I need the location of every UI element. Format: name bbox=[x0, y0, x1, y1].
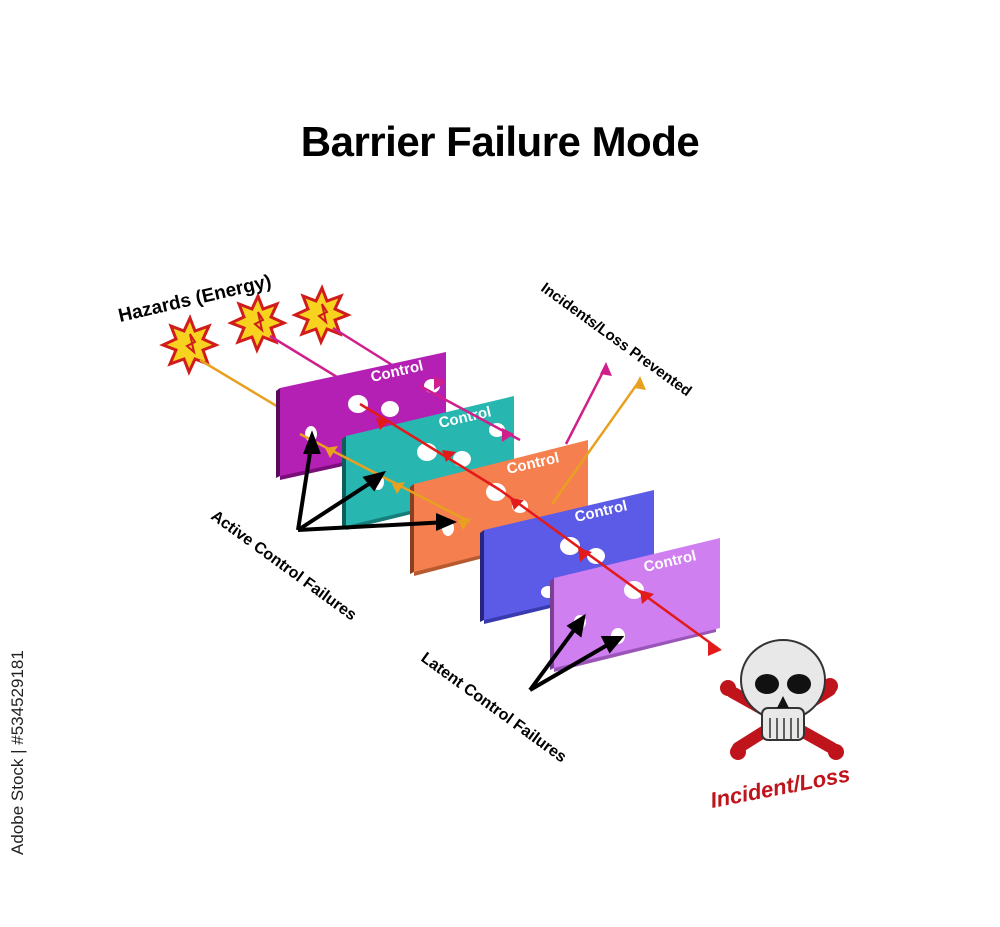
barrier-panel bbox=[554, 538, 720, 668]
barrier-hole bbox=[624, 581, 644, 599]
ray-through-barriers bbox=[299, 365, 721, 652]
stock-watermark-id: Adobe Stock | #534529181 bbox=[8, 650, 27, 855]
hazard-starburst-icon bbox=[291, 284, 352, 346]
latent-failure-pointers bbox=[528, 613, 625, 692]
active-failures-label: Active Control Failures bbox=[208, 507, 360, 624]
prevented-label: Incidents/Loss Prevented bbox=[538, 279, 695, 400]
barrier-hole bbox=[560, 537, 580, 555]
hazard-starburst-icon bbox=[159, 314, 220, 376]
skull-crossbones-icon bbox=[720, 639, 844, 760]
incident-label: Incident/Loss bbox=[708, 761, 852, 813]
barrier-hole bbox=[486, 483, 506, 501]
active-failure-pointers bbox=[296, 430, 458, 532]
barrier-hole bbox=[381, 401, 399, 417]
barrier-hole bbox=[453, 451, 471, 467]
barrier-hole bbox=[348, 395, 368, 413]
barrier-control-5: Control bbox=[550, 538, 720, 672]
page-title: Barrier Failure Mode bbox=[300, 118, 700, 165]
ray-arrowheads bbox=[325, 362, 722, 656]
hazard-starburst-icon bbox=[227, 292, 288, 354]
